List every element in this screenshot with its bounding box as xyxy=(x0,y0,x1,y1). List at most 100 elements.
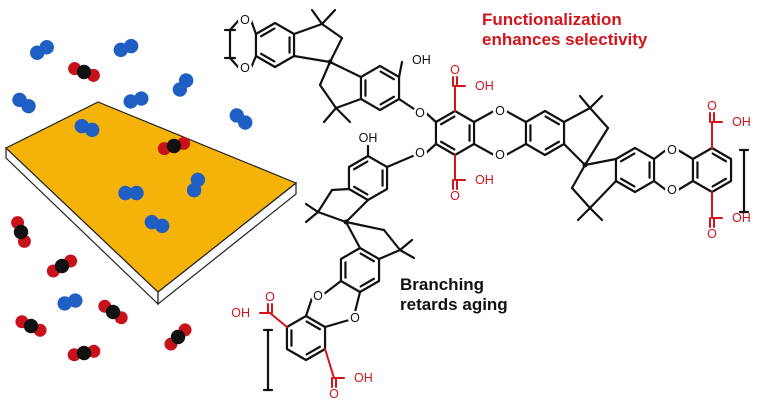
aromatic-ring xyxy=(691,146,733,194)
aromatic-ring xyxy=(347,154,389,202)
co2-molecule-icon xyxy=(67,344,101,362)
oxygen-atom: O xyxy=(350,311,360,325)
oxygen-atom-bg xyxy=(413,146,427,160)
bond xyxy=(320,22,344,40)
polymer-structure xyxy=(223,8,750,392)
bond xyxy=(652,179,668,192)
aromatic-ring xyxy=(254,21,296,69)
bond xyxy=(322,279,343,296)
bond xyxy=(304,210,320,224)
bond xyxy=(424,111,438,124)
co2-molecule-icon xyxy=(15,315,47,337)
bond xyxy=(353,290,362,314)
branching-line-1: Branching xyxy=(400,275,485,294)
oxygen-atom-bg xyxy=(413,106,427,120)
aromatic-ring xyxy=(285,314,327,362)
co2-molecule-icon xyxy=(98,299,128,325)
bond xyxy=(377,248,402,261)
co2-molecule-icon xyxy=(157,136,191,156)
bond xyxy=(398,248,416,260)
bond xyxy=(328,36,344,64)
bond xyxy=(359,252,376,263)
bond xyxy=(323,318,351,329)
carbonyl-oxygen: O xyxy=(707,227,717,241)
bond xyxy=(316,188,334,214)
n2-molecule-icon xyxy=(12,92,36,114)
bond xyxy=(318,83,338,110)
oxygen-atom-bg xyxy=(348,311,362,325)
oxygen-atom-bg xyxy=(238,61,252,75)
bond xyxy=(259,52,276,63)
bond xyxy=(334,97,363,110)
bond xyxy=(379,70,396,81)
bond xyxy=(562,106,592,124)
bond xyxy=(292,22,324,36)
carbonyl-oxygen: O xyxy=(450,189,460,203)
bond xyxy=(588,179,618,210)
oxygen-atom: O xyxy=(415,106,425,120)
n2-molecule-icon xyxy=(113,38,139,58)
oxygen-atom-bg xyxy=(238,13,252,27)
co2-molecule-icon xyxy=(164,323,192,351)
carboxyl-oh: OH xyxy=(732,115,751,129)
n2-molecule-icon xyxy=(118,185,144,201)
carbonyl-oxygen: O xyxy=(329,387,339,401)
bond xyxy=(711,177,728,188)
bond xyxy=(328,60,363,79)
bond xyxy=(228,56,241,70)
functionalization-line-2: enhances selectivity xyxy=(482,30,648,49)
co2-molecule-icon xyxy=(46,254,78,278)
hydroxyl-group: OH xyxy=(412,53,431,67)
bond xyxy=(424,142,438,155)
n2-molecule-icon xyxy=(57,293,83,311)
oxygen-atom: O xyxy=(415,146,425,160)
n2-molecule-icon xyxy=(186,172,206,198)
bond xyxy=(588,106,610,130)
co2-molecule-icon xyxy=(11,216,31,248)
bond xyxy=(544,140,561,151)
bond xyxy=(439,140,456,151)
bond xyxy=(619,152,636,163)
oxygen-atom: O xyxy=(667,183,677,197)
aromatic-ring xyxy=(614,146,656,194)
bond xyxy=(228,18,241,32)
oxygen-atom: O xyxy=(667,143,677,157)
oxygen-atom: O xyxy=(495,148,505,162)
bond xyxy=(576,206,592,222)
bond xyxy=(359,277,376,288)
bond xyxy=(398,238,414,252)
bond xyxy=(259,27,276,38)
bond xyxy=(504,109,528,124)
oxygen-atom-bg xyxy=(493,104,507,118)
bond xyxy=(588,94,604,110)
bond xyxy=(269,312,288,328)
bond xyxy=(382,228,402,252)
carboxyl-oh: OH xyxy=(732,211,751,225)
carbonyl-oxygen: O xyxy=(707,99,717,113)
bond xyxy=(472,109,496,124)
bond xyxy=(324,348,335,379)
n2-molecule-icon xyxy=(74,118,100,138)
gas-molecules xyxy=(11,38,253,362)
bond xyxy=(676,148,695,161)
bond xyxy=(352,185,369,196)
oxygen-atom: O xyxy=(240,61,250,75)
oxygen-atom: O xyxy=(313,289,323,303)
n2-molecule-icon xyxy=(229,108,253,130)
functionalization-caption: Functionalization enhances selectivity xyxy=(482,10,647,50)
membrane-slab xyxy=(4,101,298,306)
bond xyxy=(305,320,322,331)
n2-molecule-icon xyxy=(30,40,54,60)
aromatic-ring xyxy=(524,109,566,157)
bond xyxy=(344,198,370,224)
bond xyxy=(352,160,369,171)
bond xyxy=(304,202,320,214)
oxygen-atom-bg xyxy=(493,148,507,162)
bond xyxy=(472,142,496,157)
bond xyxy=(504,142,528,157)
bond xyxy=(249,18,258,36)
bond xyxy=(316,210,348,224)
bond xyxy=(619,177,636,188)
